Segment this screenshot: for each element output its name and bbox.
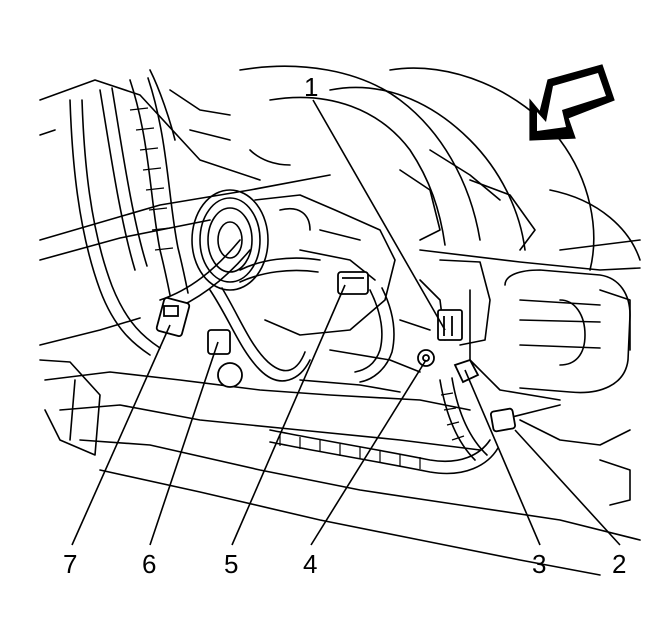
callout-3: 3 — [532, 549, 546, 579]
connector-6 — [207, 329, 243, 388]
leader-line-7 — [71, 324, 171, 546]
callout-2: 2 — [612, 549, 626, 579]
engine-block-outline — [39, 65, 641, 576]
callout-4: 4 — [303, 549, 317, 579]
connector-5 — [337, 271, 369, 295]
connector-1 — [437, 309, 463, 341]
harness-corrugation — [129, 107, 465, 469]
leader-line-1 — [312, 99, 446, 331]
callout-6: 6 — [142, 549, 156, 579]
leader-line-4 — [310, 359, 427, 546]
arrow-icon — [529, 64, 615, 141]
callout-1: 1 — [304, 72, 318, 102]
leader-line-3 — [464, 369, 541, 546]
callout-5: 5 — [224, 549, 238, 579]
leader-line-6 — [149, 341, 219, 546]
callout-7: 7 — [63, 549, 77, 579]
connector-7 — [155, 296, 191, 338]
terminal-3 — [453, 358, 480, 384]
wiring-harness — [69, 77, 561, 475]
leader-lines — [71, 99, 621, 546]
connector-2 — [490, 407, 516, 433]
nut-4 — [417, 349, 435, 367]
leader-line-2 — [514, 429, 621, 546]
leader-line-5 — [231, 284, 346, 546]
